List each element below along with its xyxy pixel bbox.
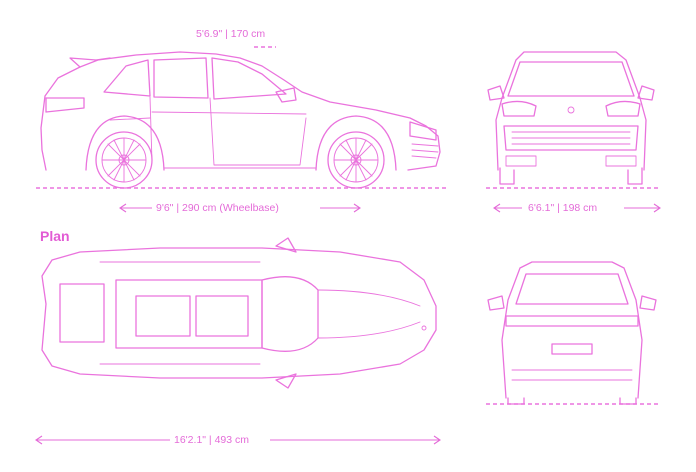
plan-sunroof-front [195, 295, 249, 337]
front-windshield [507, 61, 635, 97]
rear-light-bar [505, 315, 639, 327]
front-badge [567, 106, 575, 114]
side-rear-wheel [95, 131, 153, 189]
rear-tires [507, 397, 637, 405]
side-mirror [275, 87, 297, 103]
front-body-outline [495, 51, 647, 171]
front-lower-intakes [505, 155, 637, 167]
plan-windshield [261, 276, 319, 352]
side-door-line-rear [149, 96, 153, 163]
plan-view [35, 237, 441, 445]
rear-bumper-lines [511, 369, 633, 381]
length-arrow [35, 435, 441, 445]
side-rear-spoiler [69, 57, 111, 68]
wheelbase-label: 9'6" | 290 cm (Wheelbase) [156, 202, 279, 214]
side-rear-window [103, 59, 151, 97]
plan-sunroof-rear [135, 295, 191, 337]
width-label: 6'6.1" | 198 cm [528, 202, 598, 214]
plan-mirror-bottom [275, 373, 297, 389]
wheelbase-arrow [119, 203, 361, 213]
plan-front-badge [421, 325, 427, 331]
side-view [36, 46, 446, 213]
rear-plate [551, 343, 593, 355]
side-tail-light [45, 97, 85, 113]
side-front-wheel [327, 131, 385, 189]
front-headlight-right [605, 100, 641, 117]
front-grille [503, 125, 639, 151]
side-rear-arch [85, 115, 165, 171]
plan-body-outline [41, 247, 437, 379]
plan-rear-window [59, 283, 105, 343]
side-headlight [409, 121, 437, 141]
front-mirror-right [637, 85, 655, 101]
front-mirror-left [487, 85, 505, 101]
side-front-intake [411, 143, 439, 159]
plan-mirror-top [275, 237, 297, 253]
rear-window [515, 273, 629, 305]
plan-title: Plan [40, 228, 70, 244]
side-door-line-front [209, 97, 307, 166]
side-rear-shoulder [109, 117, 151, 121]
side-front-window [153, 57, 209, 99]
rear-mirror-right [639, 295, 657, 311]
side-shoulder-line [151, 111, 307, 115]
height-label: 5'6.9" | 170 cm [196, 28, 266, 40]
front-grille-slats [511, 131, 631, 145]
side-windshield-window [211, 57, 287, 100]
length-label: 16'2.1" | 493 cm [174, 434, 250, 446]
front-view [486, 51, 661, 213]
plan-side-lines [99, 261, 261, 365]
front-tires [499, 167, 643, 185]
width-arrow [493, 203, 661, 213]
front-headlight-left [501, 100, 537, 117]
side-body-outline [40, 51, 441, 171]
rear-body-outline [501, 261, 643, 399]
plan-roof [115, 279, 263, 349]
side-front-arch [315, 115, 397, 171]
plan-hood-lines [317, 289, 421, 339]
rear-view [486, 261, 660, 405]
rear-mirror-left [487, 295, 505, 311]
